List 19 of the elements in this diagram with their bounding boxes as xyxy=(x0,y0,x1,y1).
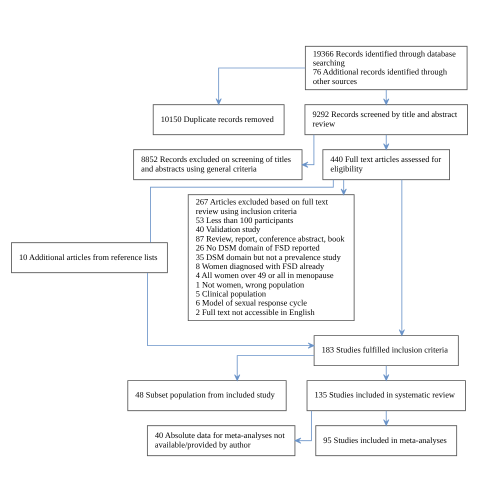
connector xyxy=(150,178,334,242)
arrow xyxy=(234,354,314,380)
arrow xyxy=(294,410,312,444)
arrow xyxy=(398,179,405,336)
node-box: 135 Studies included in systematic review xyxy=(306,380,466,411)
node-box: 95 Studies included in meta-analyses xyxy=(315,424,458,456)
arrow xyxy=(216,67,306,104)
node-box: 19366 Records identified through database searching 76 Additional records identified through other sources xyxy=(304,45,468,90)
node-box: 40 Absolute data for meta-analyses not available/provided by author xyxy=(146,424,296,456)
node-box: 10150 Duplicate records removed xyxy=(152,104,285,135)
node-box: 8852 Records excluded on screening of titles and abstracts using general criteria xyxy=(133,148,302,180)
node-box: 48 Subset population from included study xyxy=(127,380,287,411)
node-box: 9292 Records screened by title and abstract review xyxy=(304,104,468,135)
arrow xyxy=(147,272,314,348)
node-box: 267 Articles excluded based on full text review using inclusion criteria 53 Less than 100 participants 40 Validation study 87 Review, report, conference abstract, book 26 No DSM domain of FSD reported 35 DSM domain but not a prevalence study 8 Women diagnosed with FSD already 4 All women over 49 or all in menopause 1 Not women, wrong population 5 Clinical population 6 Model of sexual response cycle 2 Full text not accessible in English xyxy=(188,194,355,321)
node-box: 10 Additional articles from reference lists xyxy=(11,242,168,273)
node-box: 440 Full text articles assessed for eligibility xyxy=(322,148,450,180)
node-box: 183 Studies fulfilled inclusion criteria xyxy=(314,334,459,366)
arrow xyxy=(302,134,314,168)
